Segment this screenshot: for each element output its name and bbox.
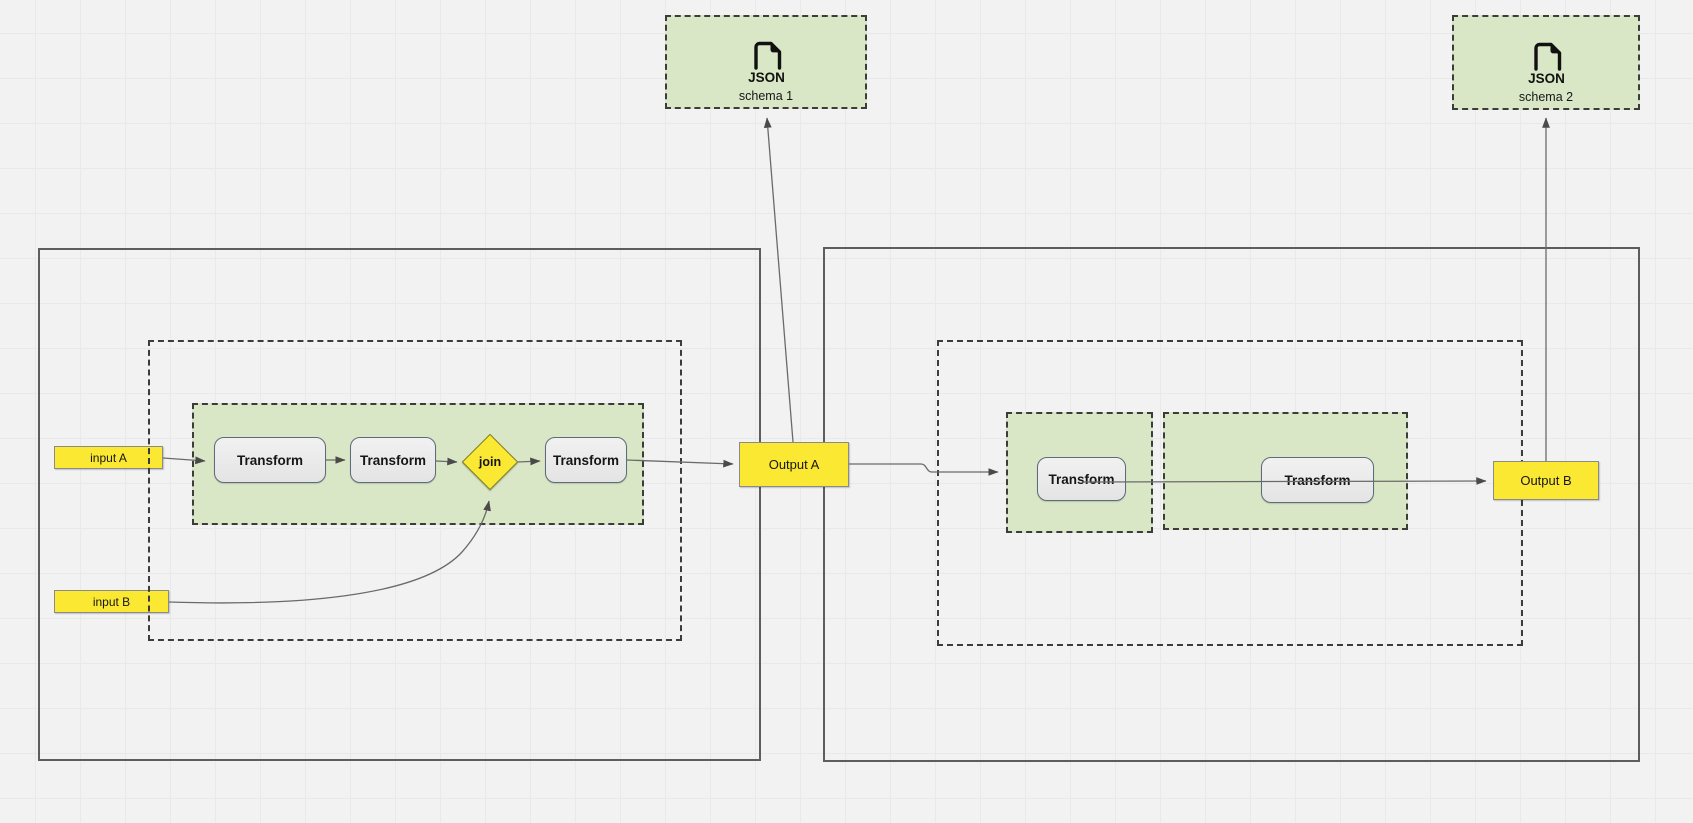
edge-outputA-schema1[interactable] xyxy=(763,117,794,443)
edge-inputB-join[interactable] xyxy=(168,500,491,604)
join-label: join xyxy=(478,455,502,469)
schema-2-box[interactable]: JSON schema 2 xyxy=(1452,15,1640,110)
edge-inputA-transform1[interactable] xyxy=(162,456,206,465)
transform-5-label: Transform xyxy=(1284,472,1351,488)
json-file-icon: JSON xyxy=(1528,42,1565,86)
join-node[interactable]: join xyxy=(461,433,519,491)
transform-2-node[interactable]: Transform xyxy=(350,437,436,483)
pipeline-container-right[interactable] xyxy=(823,247,1640,762)
schema-2-label: schema 2 xyxy=(1518,90,1574,104)
json-file-icon: JSON xyxy=(748,41,785,85)
edge-transform2-join[interactable] xyxy=(435,457,458,466)
transform-3-label: Transform xyxy=(552,452,620,468)
transform-1-node[interactable]: Transform xyxy=(214,437,326,483)
output-a-label: Output A xyxy=(768,457,820,472)
transform-3-node[interactable]: Transform xyxy=(545,437,627,483)
json-icon-text: JSON xyxy=(1528,71,1565,86)
edge-transform4-transform5-outputB[interactable] xyxy=(1081,477,1487,485)
edge-outputA-transform4[interactable] xyxy=(849,463,999,476)
schema-1-box[interactable]: JSON schema 1 xyxy=(665,15,867,109)
output-a-node[interactable]: Output A xyxy=(739,442,849,487)
output-b-node[interactable]: Output B xyxy=(1493,461,1599,500)
transform-5-node[interactable]: Transform xyxy=(1261,457,1374,503)
edge-join-transform3[interactable] xyxy=(517,457,541,466)
json-icon-text: JSON xyxy=(748,70,785,85)
edge-transform3-outputA[interactable] xyxy=(626,459,734,468)
left-dashed-group[interactable] xyxy=(148,340,682,641)
right-dashed-group[interactable] xyxy=(937,340,1523,646)
transform-4-label: Transform xyxy=(1048,471,1115,487)
transform-1-label: Transform xyxy=(236,452,304,468)
pipeline-container-left[interactable] xyxy=(38,248,761,761)
transform-2-label: Transform xyxy=(359,452,427,468)
transform-4-node[interactable]: Transform xyxy=(1037,457,1126,501)
input-a-node[interactable]: input A xyxy=(54,446,163,469)
output-b-label: Output B xyxy=(1520,473,1572,488)
schema-1-label: schema 1 xyxy=(738,89,794,103)
input-a-label: input A xyxy=(90,450,127,465)
input-b-label: input B xyxy=(92,594,131,609)
input-b-node[interactable]: input B xyxy=(54,590,169,613)
